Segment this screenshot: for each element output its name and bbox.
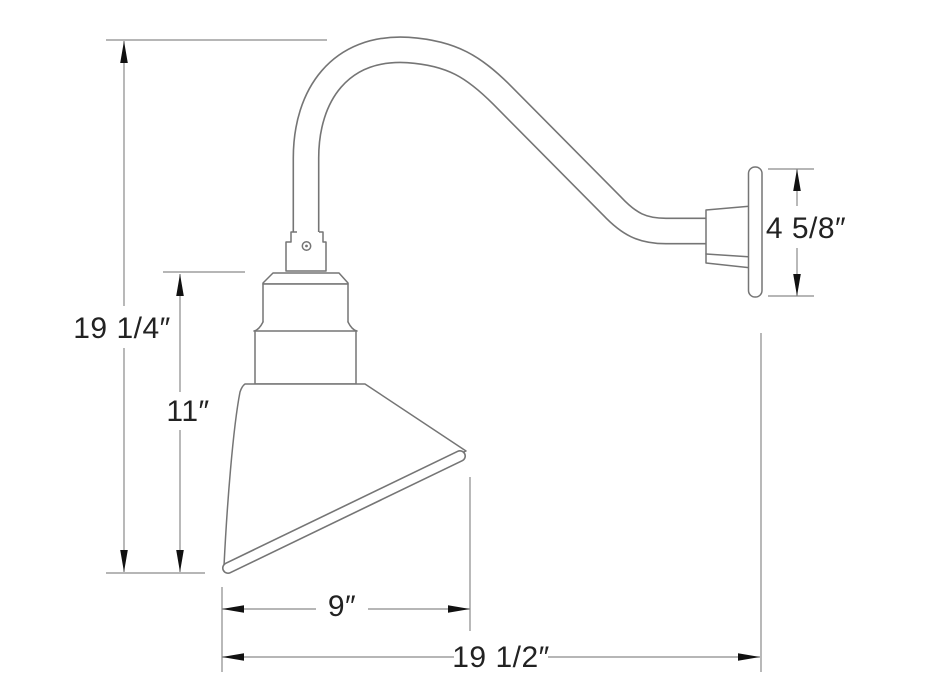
dimension-label-shade-height: 11″	[166, 395, 209, 428]
arrowhead-up-icon	[176, 274, 184, 296]
arm-clamp	[285, 231, 327, 272]
dimension-label-backplate-height: 4 5/8″	[766, 212, 846, 245]
label-backing	[316, 589, 368, 629]
holder-lower-cylinder	[254, 330, 357, 385]
holder-upper-cylinder	[262, 283, 349, 322]
label-backing	[770, 206, 842, 248]
label-backing	[454, 636, 548, 678]
shade-rim	[223, 451, 465, 573]
wall-backplate	[747, 166, 763, 298]
mount-arm-seam	[705, 253, 753, 258]
label-backing	[84, 306, 160, 348]
fixture	[222, 36, 763, 574]
shade-holder	[253, 272, 358, 385]
screw-center-icon	[305, 244, 308, 248]
gooseneck-arm	[292, 36, 714, 250]
label-backing	[160, 392, 216, 430]
dimension-label-shade-width: 9″	[328, 590, 356, 623]
dim-shade-width: 9″	[221, 477, 471, 672]
arrowhead-down-icon	[176, 550, 184, 572]
dimension-label-overall-projection: 19 1/2″	[452, 641, 550, 674]
holder-flare-right	[347, 321, 358, 332]
wall-mount	[705, 166, 763, 298]
gooseneck-arm-body	[294, 38, 714, 250]
shade-body	[223, 383, 467, 567]
dimension-label-overall-height: 19 1/4″	[73, 312, 171, 345]
holder-cap	[262, 272, 349, 285]
mount-arm	[705, 205, 753, 269]
arrowhead-left-icon	[222, 653, 244, 661]
arrowhead-left-icon	[222, 605, 244, 613]
angle-shade	[222, 383, 467, 574]
arrowhead-right-icon	[738, 653, 760, 661]
dim-overall-height: 19 1/4″	[73, 39, 327, 574]
arrowhead-up-icon	[793, 169, 801, 191]
arrowhead-down-icon	[793, 274, 801, 296]
clamp-body	[285, 231, 327, 272]
dim-shade-height: 11″	[160, 271, 245, 572]
arrowhead-down-icon	[120, 550, 128, 572]
arrowhead-up-icon	[120, 41, 128, 63]
dim-overall-projection: 19 1/2″	[222, 333, 762, 678]
arrowhead-right-icon	[448, 605, 470, 613]
holder-flare-left	[253, 321, 264, 332]
dim-backplate-height: 4 5/8″	[766, 168, 846, 297]
